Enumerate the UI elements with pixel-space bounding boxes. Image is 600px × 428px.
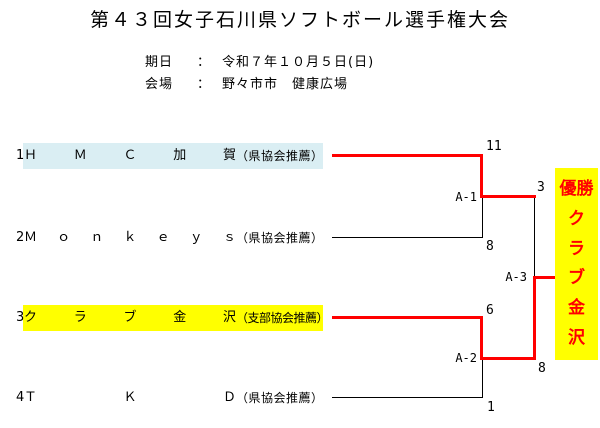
champion-title: 優勝 <box>559 178 594 199</box>
bracket-line-team4 <box>332 397 483 398</box>
team-3-seed: 3 <box>16 310 25 325</box>
team-1-seed: 1 <box>16 148 25 163</box>
bracket-line-final-loser-vertical <box>534 198 535 278</box>
champion-team-char: ク <box>568 208 585 229</box>
bracket-line-final-winner-vertical <box>533 276 536 360</box>
score-a1-top: 11 <box>486 139 502 154</box>
match-label-a2: A-2 <box>455 351 477 365</box>
score-a2-bottom: 1 <box>487 400 495 415</box>
champion-team-char: ラ <box>568 238 585 259</box>
score-a1-bottom: 8 <box>486 239 494 254</box>
bracket-line-a1-loser-vertical <box>482 197 483 238</box>
team-4-name: Ｔ Ｋ Ｄ <box>24 390 236 405</box>
bracket-line-team2 <box>332 237 483 238</box>
score-final-bottom: 8 <box>538 361 546 376</box>
bracket-line-team3 <box>332 316 482 319</box>
team-3-affiliation: （支部協会推薦） <box>236 311 329 325</box>
bracket-line-a2-loser-vertical <box>482 359 483 398</box>
team-row-1: 1 Ｈ Ｍ Ｃ 加 賀 （県協会推薦） <box>16 143 336 169</box>
date-separator: ： <box>197 55 212 70</box>
team-2-name: Ｍ ｏ ｎ ｋ ｅ ｙ ｓ <box>24 230 236 245</box>
champion-team-char: 沢 <box>568 328 585 349</box>
venue-value: 野々市市 健康広場 <box>222 77 349 92</box>
bracket-line-a1-advance <box>480 195 536 198</box>
team-1-name: Ｈ Ｍ Ｃ 加 賀 <box>24 148 236 163</box>
team-row-4: 4 Ｔ Ｋ Ｄ （県協会推薦） <box>16 385 336 411</box>
venue-separator: ： <box>197 77 212 92</box>
score-a2-top: 6 <box>486 303 494 318</box>
date-value: 令和７年１０月５日(日) <box>222 55 375 70</box>
team-1-affiliation: （県協会推薦） <box>236 149 324 163</box>
match-label-a3: A-3 <box>505 270 527 284</box>
bracket-line-champion-stub <box>533 276 555 279</box>
tournament-title: 第４３回女子石川県ソフトボール選手権大会 <box>89 9 510 31</box>
team-3-name: ク ラ ブ 金 沢 <box>24 310 236 325</box>
team-2-affiliation: （県協会推薦） <box>236 231 324 245</box>
team-2-seed: 2 <box>16 230 25 245</box>
bracket-line-a2-advance <box>480 357 536 360</box>
score-final-top: 3 <box>537 180 545 195</box>
team-row-3: 3 ク ラ ブ 金 沢 （支部協会推薦） <box>16 305 336 331</box>
bracket-line-team1 <box>332 154 482 157</box>
venue-label: 会場 <box>145 77 174 92</box>
team-3-highlight <box>23 305 323 331</box>
team-4-seed: 4 <box>16 390 25 405</box>
date-label: 期日 <box>145 55 174 70</box>
match-label-a1: A-1 <box>455 190 477 204</box>
team-row-2: 2 Ｍ ｏ ｎ ｋ ｅ ｙ ｓ （県協会推薦） <box>16 225 336 251</box>
team-4-affiliation: （県協会推薦） <box>236 391 324 405</box>
bracket-line-a2-winner-vertical <box>480 316 483 360</box>
bracket-line-a1-winner-vertical <box>480 154 483 198</box>
champion-team-char: ブ <box>568 268 585 289</box>
team-1-highlight <box>23 143 323 169</box>
champion-box: 優勝 ク ラ ブ 金 沢 <box>555 168 598 360</box>
champion-team-char: 金 <box>568 298 585 319</box>
